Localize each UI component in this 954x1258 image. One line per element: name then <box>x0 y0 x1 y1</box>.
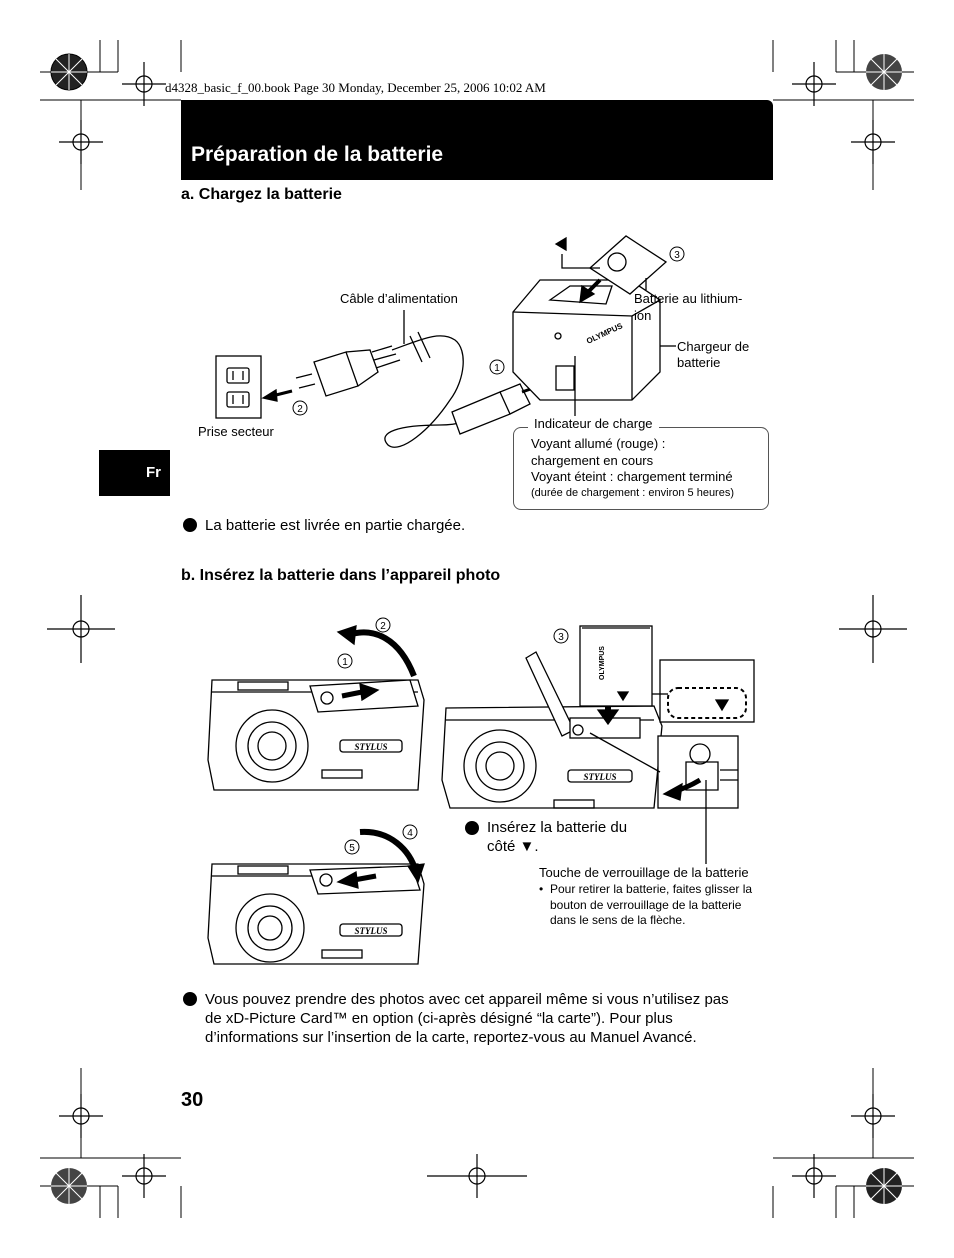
page-title: Préparation de la batterie <box>191 143 444 166</box>
charger-label-line1: Chargeur de <box>677 339 750 354</box>
charge-indicator-callout <box>513 427 769 510</box>
lock-bullet-line2: bouton de verrouillage de la batterie <box>550 898 742 912</box>
camera-brand-3: STYLUS <box>583 772 616 782</box>
card-note-line2: de xD-Picture Card™ en option (ci-après … <box>205 1010 673 1027</box>
step-1-label-b: 1 <box>342 657 348 668</box>
camera-brand-2: STYLUS <box>354 926 387 936</box>
lock-button-label: Touche de verrouillage de la batterie <box>539 865 749 880</box>
indicator-label: Indicateur de charge <box>528 416 659 431</box>
battery-label-line1: Batterie au lithium- <box>634 291 743 306</box>
cable-label: Câble d’alimentation <box>340 291 458 306</box>
step-4-label-b: 4 <box>407 828 413 839</box>
indicator-line-3: Voyant éteint : chargement terminé <box>531 469 733 484</box>
charge-note: La batterie est livrée en partie chargée… <box>205 517 466 534</box>
card-note-line1: Vous pouvez prendre des photos avec cet … <box>205 991 729 1008</box>
bullet-icon <box>183 518 197 532</box>
page-number: 30 <box>181 1089 204 1111</box>
step-5-label-b: 5 <box>349 843 355 854</box>
battery-brand: OLYMPUS <box>599 646 606 680</box>
indicator-line-2: chargement en cours <box>531 453 654 468</box>
bullet-icon <box>465 821 479 835</box>
insert-note-line1: Insérez la batterie du <box>487 819 628 836</box>
lock-bullet-line1: Pour retirer la batterie, faites glisser… <box>550 882 753 896</box>
step-3-label: 3 <box>674 250 680 261</box>
language-tab-label: Fr <box>146 464 161 481</box>
title-bar <box>181 100 773 180</box>
section-b-heading: b. Insérez la batterie dans l’appareil p… <box>181 567 501 584</box>
card-note-line3: d’informations sur l’insertion de la car… <box>205 1029 697 1046</box>
charger-label-line2: batterie <box>677 355 721 370</box>
step-2-label: 2 <box>297 404 303 415</box>
step-2-label-b: 2 <box>380 621 386 632</box>
step-1-label: 1 <box>494 363 500 374</box>
insert-note-line2: côté ▼. <box>487 838 539 855</box>
bullet-icon <box>183 992 197 1006</box>
indicator-duration-note: (durée de chargement : environ 5 heures) <box>531 487 735 499</box>
bullet-small-icon: • <box>539 882 544 896</box>
indicator-line-1: Voyant allumé (rouge) : <box>531 436 666 451</box>
book-header-line: d4328_basic_f_00.book Page 30 Monday, De… <box>165 80 546 95</box>
language-tab <box>99 450 170 496</box>
step-3-label-b: 3 <box>558 632 564 643</box>
section-a-heading: a. Chargez la batterie <box>181 186 342 203</box>
lock-bullet-line3: dans le sens de la flèche. <box>550 913 686 927</box>
battery-label-line2: ion <box>634 308 652 323</box>
outlet-label: Prise secteur <box>198 424 274 439</box>
camera-brand-1: STYLUS <box>354 742 387 752</box>
